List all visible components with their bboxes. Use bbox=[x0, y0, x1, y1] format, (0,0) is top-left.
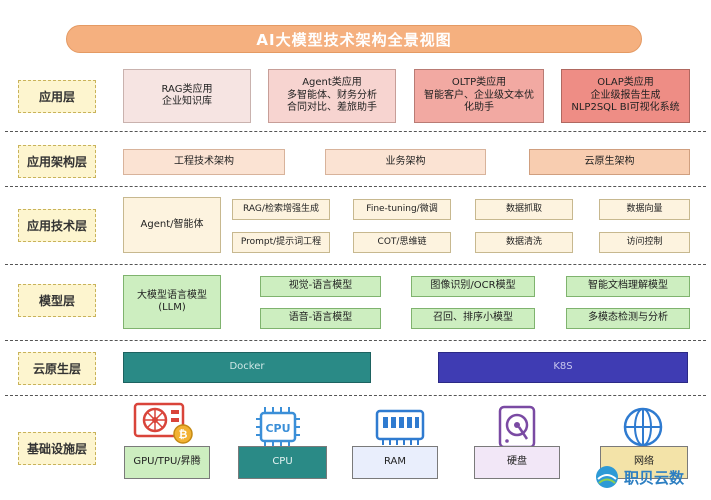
box-line: Agent类应用 bbox=[302, 77, 362, 89]
app-box-agent: Agent类应用多智能体、财务分析合同对比、差旅助手 bbox=[268, 69, 396, 123]
model-box-recall-ranking: 召回、排序小模型 bbox=[411, 308, 535, 329]
box-line: 合同对比、差旅助手 bbox=[287, 102, 377, 114]
tech-box-access-control: 访问控制 bbox=[599, 232, 690, 253]
page-title: AI大模型技术架构全景视图 bbox=[66, 25, 642, 53]
layer-label-model: 模型层 bbox=[18, 284, 96, 317]
box-line: 大模型语言模型 bbox=[137, 289, 207, 301]
box-line: 智能客户、企业级文本优 bbox=[424, 89, 534, 101]
hard-disk-icon bbox=[498, 405, 536, 449]
layer-divider bbox=[5, 395, 706, 396]
infra-box-ram: RAM bbox=[352, 446, 438, 479]
svg-text:₿: ₿ bbox=[179, 428, 188, 441]
watermark: 职贝云数 bbox=[594, 464, 704, 490]
cpu-icon-label: CPU bbox=[265, 422, 290, 435]
box-line: 企业知识库 bbox=[162, 96, 212, 107]
box-line: OLTP类应用 bbox=[451, 77, 507, 89]
box-line: NLP2SQL BI可视化系统 bbox=[571, 102, 680, 114]
layer-divider bbox=[5, 264, 706, 265]
model-box-document-understanding: 智能文档理解模型 bbox=[566, 276, 690, 297]
infra-box-gpu: GPU/TPU/昇腾 bbox=[124, 446, 210, 479]
layer-divider bbox=[5, 340, 706, 341]
globe-network-icon bbox=[623, 407, 663, 447]
tech-box-agent: Agent/智能体 bbox=[123, 197, 221, 253]
layer-label-app-technology: 应用技术层 bbox=[18, 209, 96, 242]
cloud-box-k8s: K8S bbox=[438, 352, 688, 383]
box-line: RAG类应用 bbox=[161, 83, 213, 95]
cloud-logo-icon bbox=[596, 466, 618, 488]
tech-box-data-vector: 数据向量 bbox=[599, 199, 690, 220]
tech-box-rag: RAG/检索增强生成 bbox=[232, 199, 330, 220]
cpu-chip-icon: CPU bbox=[256, 407, 300, 447]
infra-box-disk: 硬盘 bbox=[474, 446, 560, 479]
cloud-box-docker: Docker bbox=[123, 352, 371, 383]
layer-label-cloud-native: 云原生层 bbox=[18, 352, 96, 385]
app-box-rag: RAG类应用企业知识库 bbox=[123, 69, 251, 123]
tech-box-cot: COT/思维链 bbox=[353, 232, 451, 253]
layer-label-application: 应用层 bbox=[18, 80, 96, 113]
layer-divider bbox=[5, 186, 706, 187]
gpu-card-icon: ₿ bbox=[133, 402, 193, 444]
app-box-oltp: OLTP类应用智能客户、企业级文本优化助手 bbox=[414, 69, 544, 123]
model-box-multimodal: 多模态检测与分析 bbox=[566, 308, 690, 329]
layer-label-app-architecture: 应用架构层 bbox=[18, 145, 96, 178]
tech-box-fine-tuning: Fine-tuning/微调 bbox=[353, 199, 451, 220]
box-line: OLAP类应用 bbox=[597, 77, 654, 89]
box-line: 企业级报告生成 bbox=[590, 89, 661, 101]
arch-box-business: 业务架构 bbox=[325, 149, 486, 175]
layer-divider bbox=[5, 131, 706, 132]
model-box-ocr: 图像识别/OCR模型 bbox=[411, 276, 535, 297]
tech-box-prompt: Prompt/提示词工程 bbox=[232, 232, 330, 253]
layer-label-infrastructure: 基础设施层 bbox=[18, 432, 96, 465]
infra-box-cpu: CPU bbox=[238, 446, 327, 479]
model-box-speech-language: 语音-语言模型 bbox=[260, 308, 381, 329]
box-line: 化助手 bbox=[464, 102, 494, 114]
tech-box-data-crawl: 数据抓取 bbox=[475, 199, 573, 220]
arch-box-cloud-native: 云原生架构 bbox=[529, 149, 690, 175]
box-line: (LLM) bbox=[158, 302, 186, 313]
model-box-llm: 大模型语言模型(LLM) bbox=[123, 275, 221, 329]
model-box-vision-language: 视觉-语言模型 bbox=[260, 276, 381, 297]
box-line: 多智能体、财务分析 bbox=[287, 89, 377, 101]
arch-box-engineering: 工程技术架构 bbox=[123, 149, 285, 175]
tech-box-data-cleaning: 数据清洗 bbox=[475, 232, 573, 253]
ram-module-icon bbox=[375, 409, 425, 445]
watermark-text: 职贝云数 bbox=[624, 468, 685, 487]
